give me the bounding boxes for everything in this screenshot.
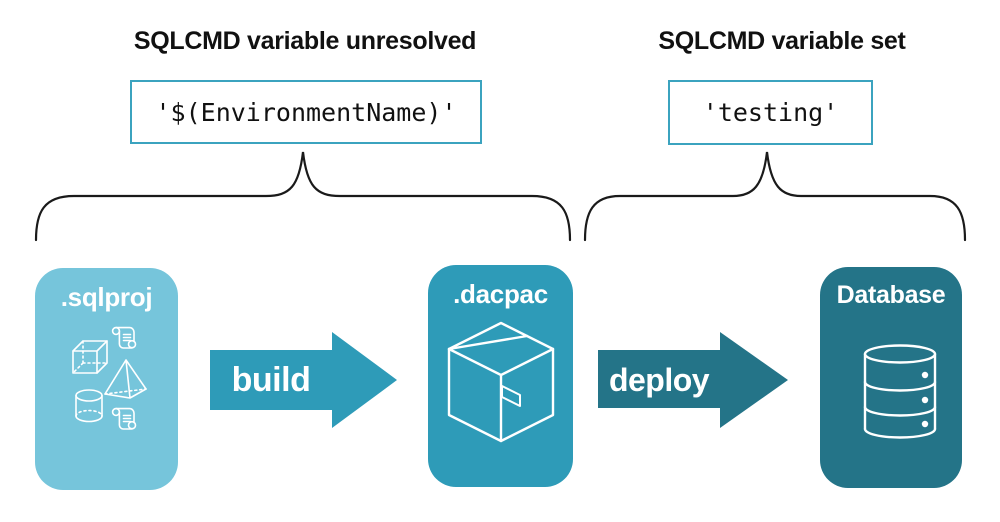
set-variable-box: 'testing' bbox=[668, 80, 873, 145]
script-scroll-icon bbox=[111, 407, 137, 430]
node-sqlproj-title: .sqlproj bbox=[60, 282, 153, 312]
build-arrow-label: build bbox=[231, 360, 311, 399]
right-heading: SQLCMD variable set bbox=[658, 27, 906, 55]
script-scroll-icon bbox=[111, 326, 137, 349]
cylinder-icon bbox=[75, 389, 103, 423]
unresolved-variable-value: '$(EnvironmentName)' bbox=[155, 97, 457, 127]
set-variable-value: 'testing' bbox=[702, 98, 839, 127]
node-dacpac-title: .dacpac bbox=[453, 279, 548, 309]
sql-objects-icon bbox=[72, 326, 147, 430]
node-database: Database bbox=[820, 267, 962, 488]
pyramid-icon bbox=[104, 359, 147, 399]
right-brace-icon bbox=[583, 151, 967, 242]
unresolved-variable-box: '$(EnvironmentName)' bbox=[130, 80, 482, 144]
deploy-arrow-label: deploy bbox=[608, 361, 710, 398]
cube-icon bbox=[72, 340, 108, 374]
node-dacpac: .dacpac bbox=[428, 265, 573, 487]
left-brace-icon bbox=[34, 151, 572, 242]
node-sqlproj: .sqlproj bbox=[35, 268, 178, 490]
left-heading: SQLCMD variable unresolved bbox=[133, 27, 477, 55]
package-icon bbox=[447, 321, 555, 443]
database-icon bbox=[863, 344, 937, 439]
node-database-title: Database bbox=[836, 281, 946, 309]
